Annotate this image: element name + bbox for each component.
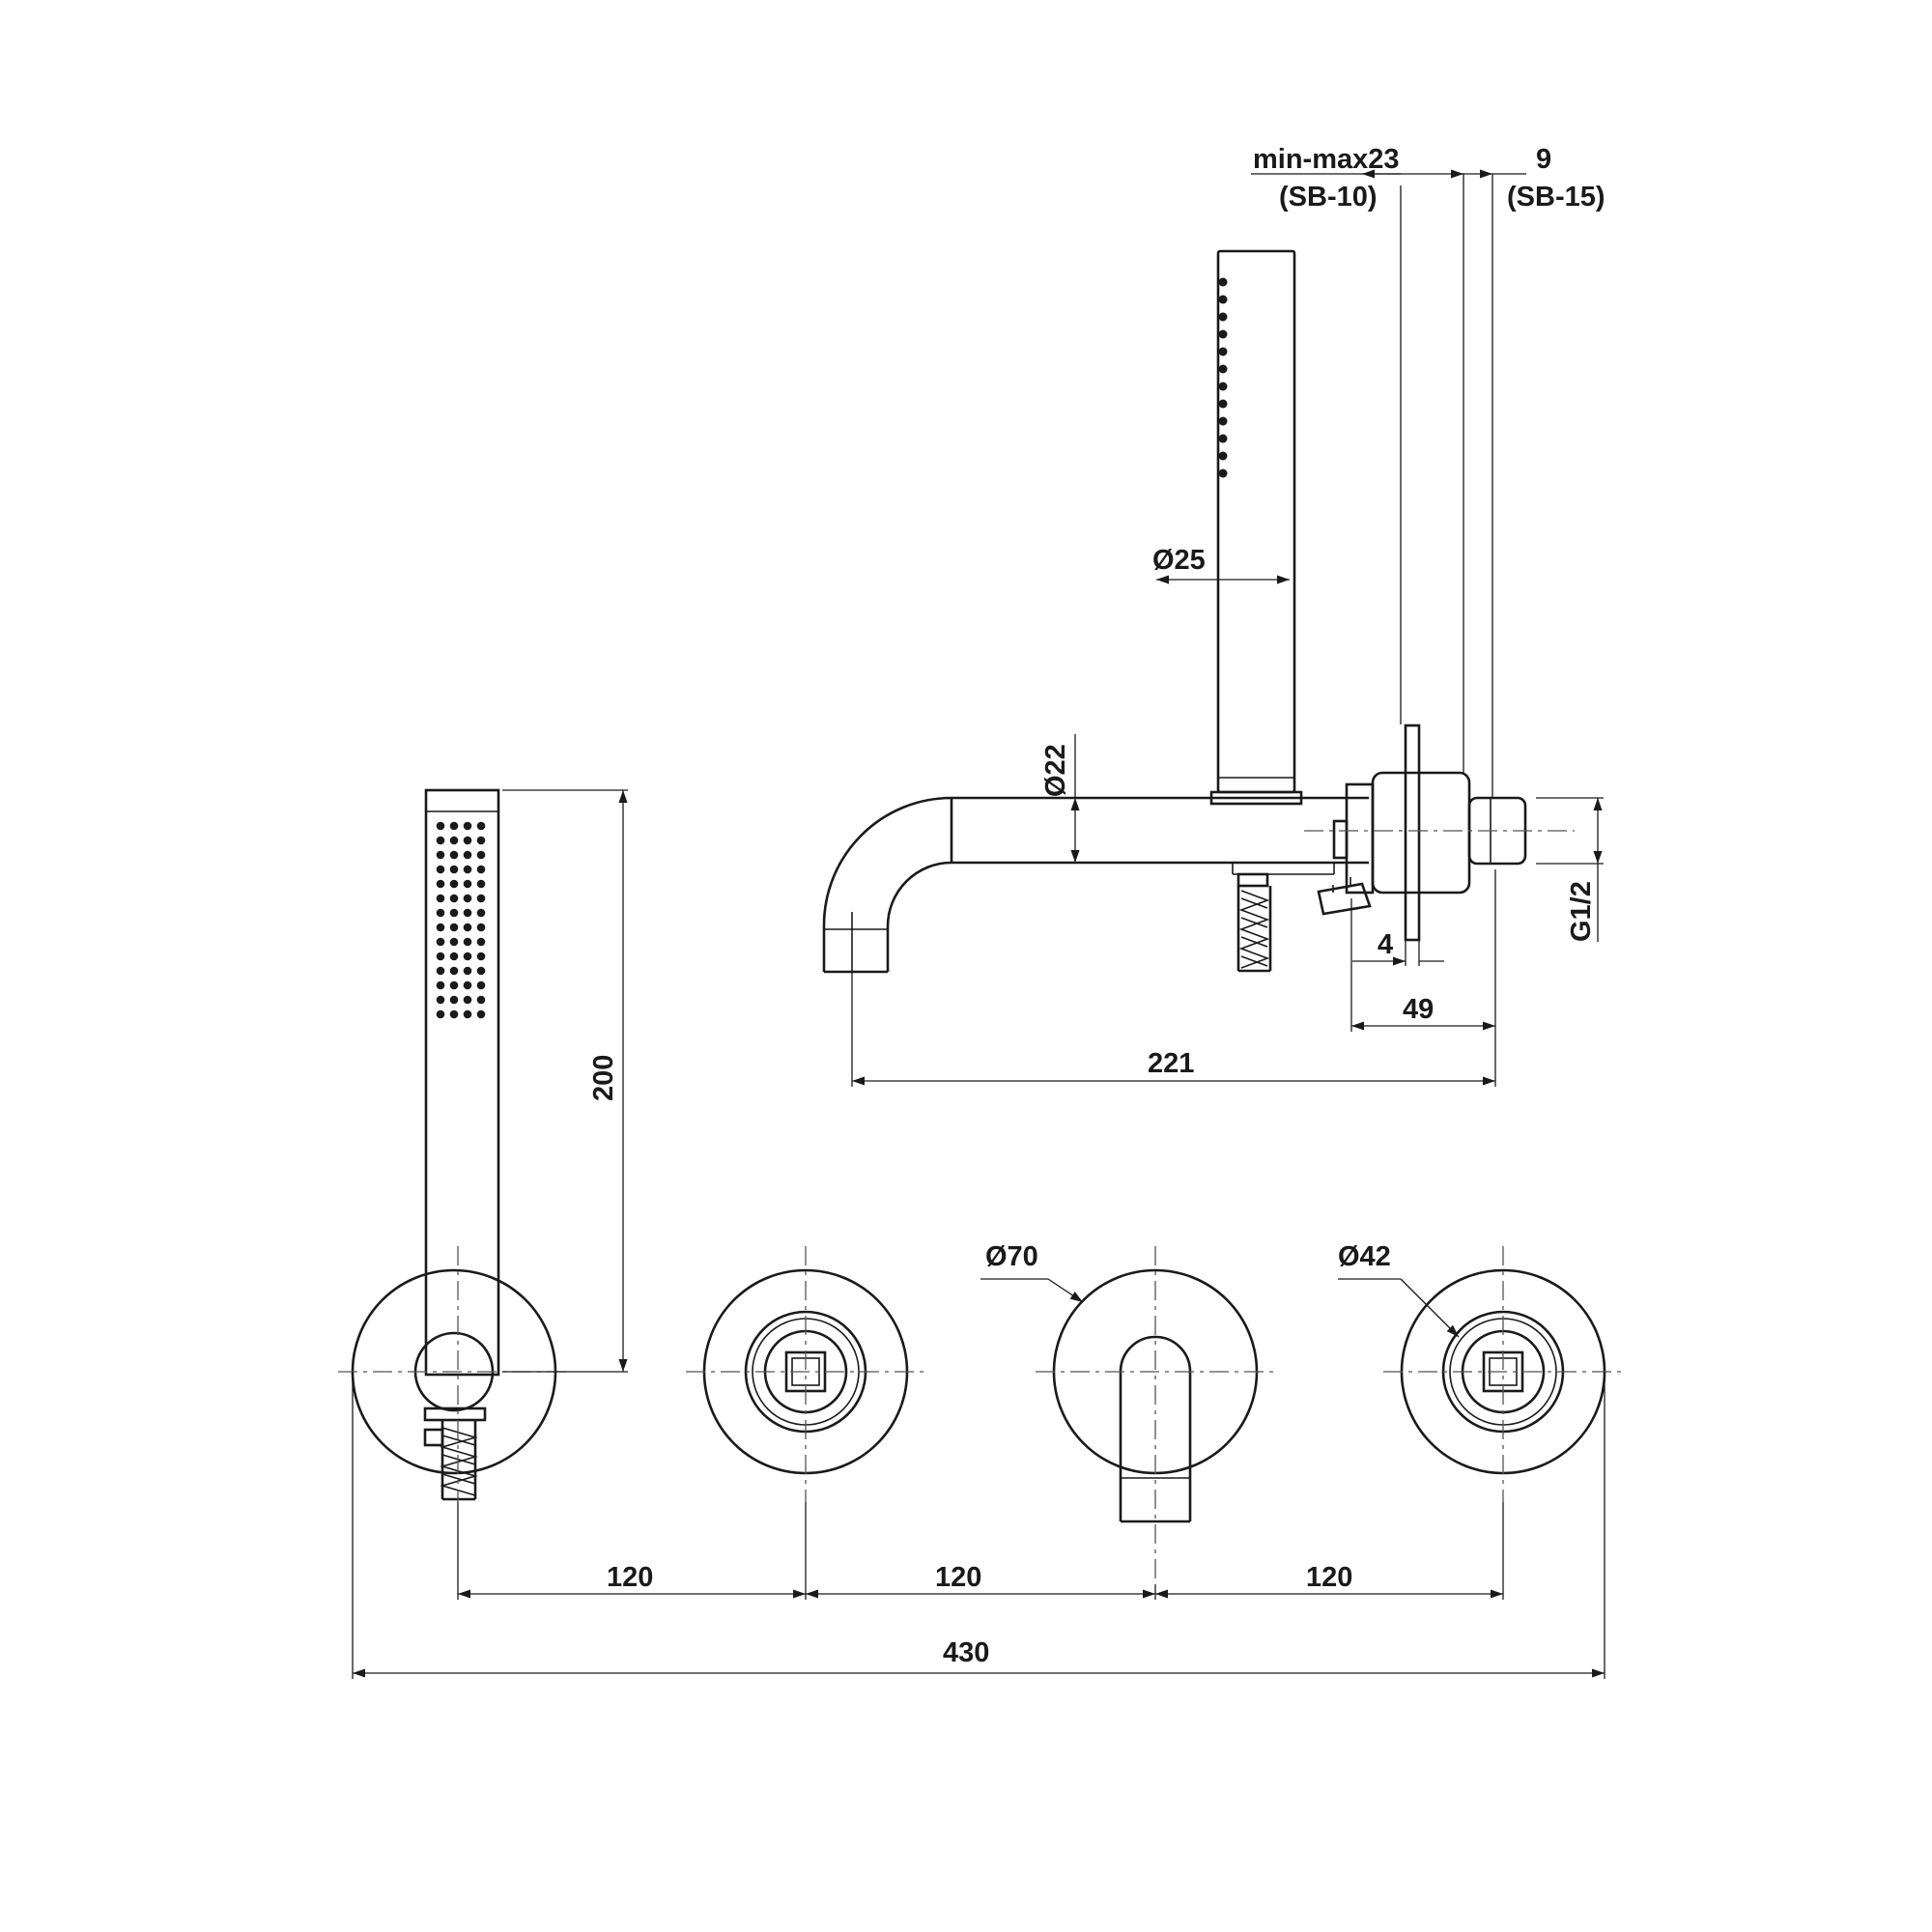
dim-sb15: (SB-15) <box>1507 182 1605 213</box>
hand-shower-front <box>424 788 500 1377</box>
dim-nine: 9 <box>1536 144 1551 175</box>
bottom-dimensions: 120 120 120 430 <box>352 1372 1605 1679</box>
dim-d25: Ø25 <box>1152 545 1206 576</box>
diverter-knob <box>1317 882 1372 916</box>
wall-plate <box>1404 724 1421 942</box>
hose-coil-front <box>440 1420 478 1501</box>
dim-span-1: 120 <box>607 1562 653 1593</box>
dim-200: 200 <box>588 1055 619 1101</box>
hand-shower-front-view: 200 <box>338 788 628 1502</box>
valve-left-front <box>686 1246 927 1502</box>
valve-right-front: Ø42 <box>1338 1241 1623 1502</box>
dim-span-3: 120 <box>1306 1562 1352 1593</box>
spout-front: Ø70 <box>980 1241 1275 1584</box>
dim-d70: Ø70 <box>985 1241 1038 1272</box>
dim-min-max: min-max23 <box>1253 144 1400 175</box>
dim-d22: Ø22 <box>1040 744 1071 797</box>
spout-side <box>822 796 1369 974</box>
nozzle-dots-front <box>436 821 486 1019</box>
dim-221: 221 <box>1148 1048 1194 1079</box>
dim-d42: Ø42 <box>1338 1241 1391 1272</box>
hose-coil-side <box>1236 872 1272 973</box>
dim-430: 430 <box>943 1637 989 1668</box>
dim-sb10: (SB-10) <box>1279 182 1378 213</box>
hand-shower-side <box>1216 249 1296 794</box>
wall-flange <box>1371 771 1471 895</box>
nozzle-dots-side <box>1218 277 1228 478</box>
dim-four: 4 <box>1378 929 1393 960</box>
dim-span-2: 120 <box>935 1562 981 1593</box>
side-view: Ø25 Ø22 G1/2 min-max23 (SB-10) 9 (SB-15)… <box>822 144 1605 1087</box>
dim-fortynine: 49 <box>1403 994 1434 1025</box>
dim-g12: G1/2 <box>1566 881 1597 942</box>
